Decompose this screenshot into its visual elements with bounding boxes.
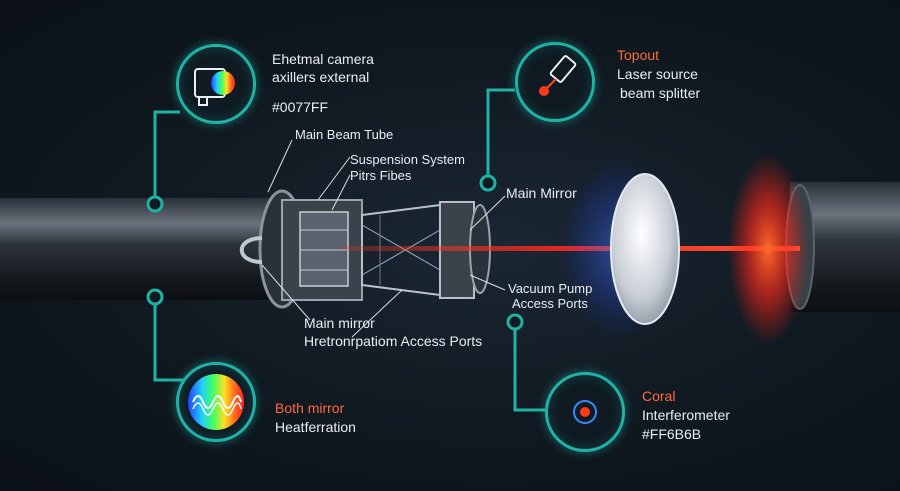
interferometer-icon [573, 400, 597, 424]
interferometer-callout[interactable] [545, 372, 625, 452]
thermal-camera-hex: #0077FF [272, 99, 329, 115]
main-mirror-disc [610, 173, 680, 325]
access-ports-label: Hretronrpatiom Access Ports [304, 333, 483, 349]
interferometer-hex: #FF6B6B [642, 426, 702, 442]
thermal-camera-line2: axillers external [272, 69, 370, 85]
heat-map-title: Both mirror [275, 400, 345, 416]
pointer-lines [261, 139, 506, 338]
connector-lines [146, 88, 545, 412]
main-beam-tube-label: Main Beam Tube [295, 127, 394, 142]
vacuum-access-ports-label: Access Ports [512, 296, 588, 311]
heat-map-icon [188, 374, 244, 430]
laser-source-line1: Laser source [617, 66, 698, 82]
thermal-camera-icon [194, 68, 235, 106]
main-mirror-label: Main Mirror [506, 185, 577, 201]
heat-map-line1: Heatferration [275, 419, 356, 435]
suspension-system-label: Suspension System [350, 152, 465, 167]
laser-source-callout[interactable] [515, 42, 595, 122]
laser-source-icon [539, 55, 577, 96]
vacuum-pump-label: Vacuum Pump [508, 281, 593, 296]
pitrs-fibes-label: Pitrs Fibes [350, 168, 412, 183]
thermal-camera-callout[interactable] [176, 44, 256, 124]
heat-map-callout[interactable] [176, 362, 256, 442]
main-mirror-lower-label: Main mirror [304, 315, 375, 331]
main-beam-tube-left [0, 198, 290, 300]
interferometer-title: Coral [642, 388, 676, 404]
interferometer-line1: Interferometer [642, 407, 730, 423]
thermal-camera-line1: Ehetmal camera [272, 51, 374, 67]
laser-source-line2: beam splitter [620, 85, 701, 101]
laser-source-title: Topout [617, 47, 660, 63]
